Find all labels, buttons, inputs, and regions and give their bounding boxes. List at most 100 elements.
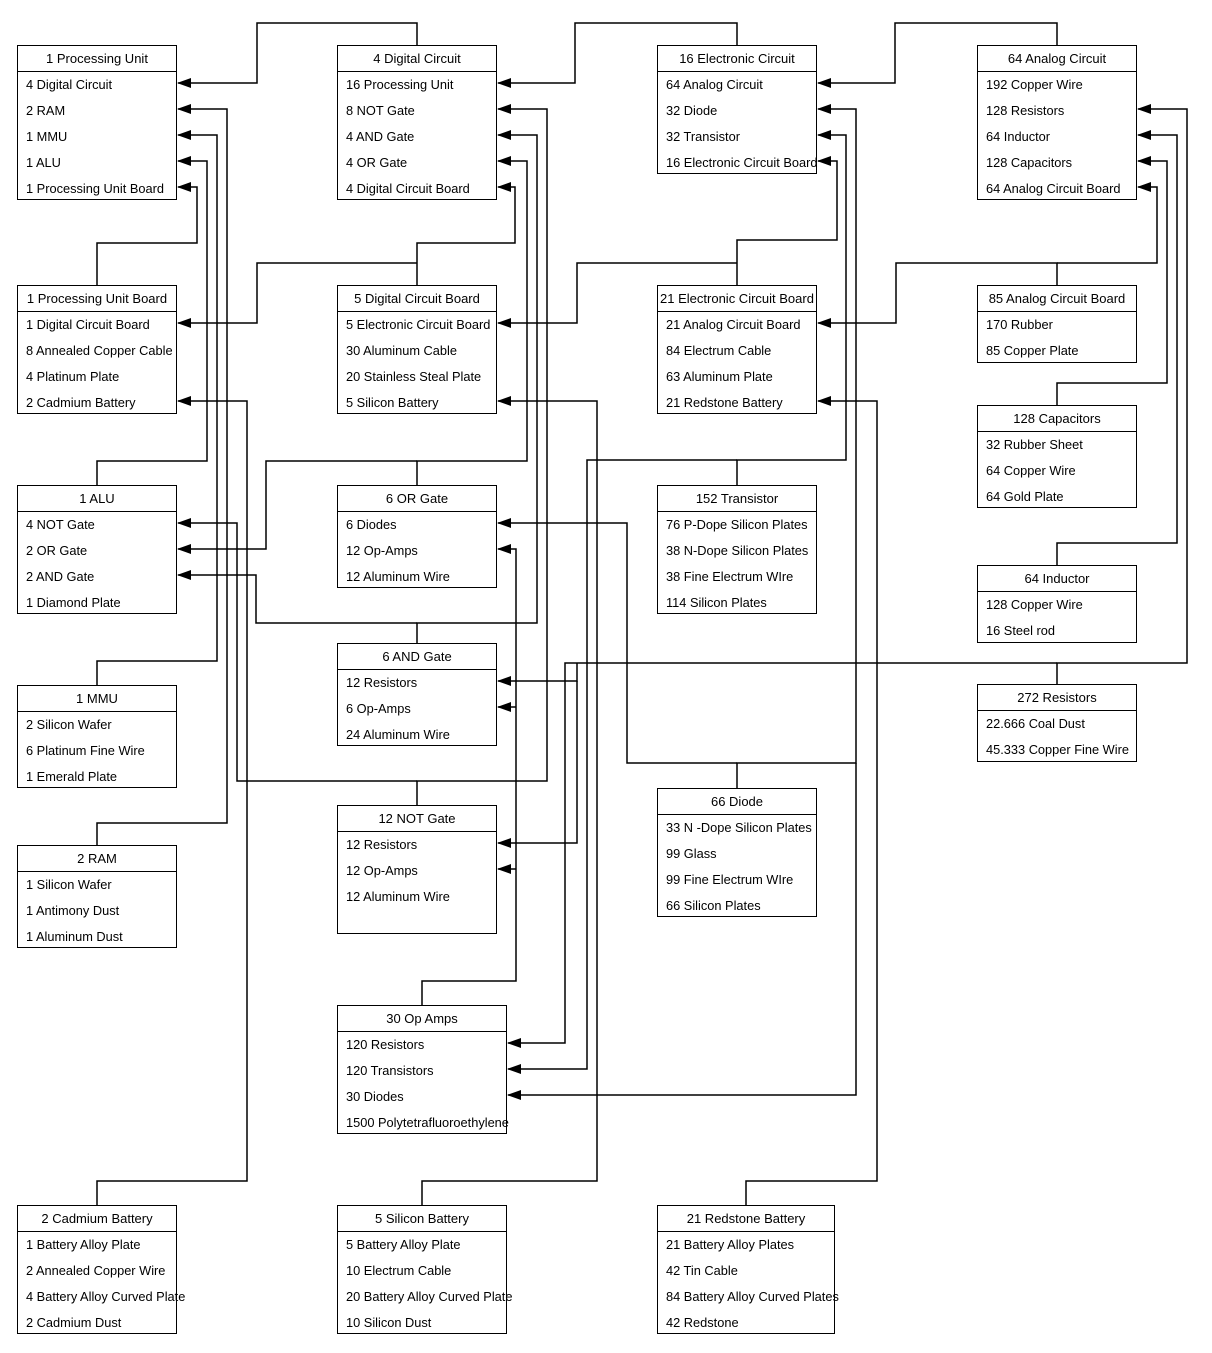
node-item: 4 Digital Circuit Board bbox=[346, 181, 470, 196]
node-title: 64 Analog Circuit bbox=[978, 46, 1136, 72]
node-64-analog-circuit: 64 Analog Circuit 192 Copper Wire 128 Resi… bbox=[977, 45, 1137, 200]
edge-connector bbox=[177, 262, 417, 328]
node-6-or-gate: 6 OR Gate 6 Diodes 12 Op-Amps 12 Aluminum W… bbox=[337, 485, 497, 588]
node-item: 16 Electronic Circuit Board bbox=[666, 155, 818, 170]
node-item: 64 Analog Circuit bbox=[666, 77, 763, 92]
node-title: 1 MMU bbox=[18, 686, 176, 712]
node-item: 42 Redstone bbox=[666, 1315, 739, 1330]
node-item: 32 Rubber Sheet bbox=[986, 437, 1083, 452]
node-item: 4 Battery Alloy Curved Plate bbox=[26, 1289, 186, 1304]
node-item: 4 Digital Circuit bbox=[26, 77, 113, 92]
node-item: 1500 Polytetrafluoroethylene bbox=[346, 1115, 509, 1130]
node-item: 12 Aluminum Wire bbox=[346, 569, 450, 584]
node-66-diode: 66 Diode 33 N -Dope Silicon Plates 99 Glas… bbox=[657, 788, 817, 917]
node-item: 4 NOT Gate bbox=[26, 517, 95, 532]
node-item: 120 Resistors bbox=[346, 1037, 425, 1052]
node-item: 10 Electrum Cable bbox=[346, 1263, 452, 1278]
edge-connector bbox=[96, 396, 248, 1205]
node-title: 6 OR Gate bbox=[338, 486, 496, 512]
node-item: 1 Silicon Wafer bbox=[26, 877, 112, 892]
edge-connector bbox=[416, 156, 528, 485]
node-item: 114 Silicon Plates bbox=[666, 595, 767, 610]
node-item: 192 Copper Wire bbox=[986, 77, 1083, 92]
node-item: 99 Glass bbox=[666, 846, 717, 861]
node-item: 99 Fine Electrum WIre bbox=[666, 872, 794, 887]
node-item: 5 Battery Alloy Plate bbox=[346, 1237, 461, 1252]
node-item: 20 Battery Alloy Curved Plate bbox=[346, 1289, 513, 1304]
node-item: 1 Diamond Plate bbox=[26, 595, 121, 610]
edge-connector bbox=[1056, 156, 1168, 405]
node-title: 66 Diode bbox=[658, 789, 816, 815]
node-item: 10 Silicon Dust bbox=[346, 1315, 432, 1330]
edge-connector bbox=[177, 460, 417, 554]
edge-connector bbox=[416, 130, 538, 643]
node-item: 2 AND Gate bbox=[26, 569, 95, 584]
node-item: 33 N -Dope Silicon Plates bbox=[666, 820, 812, 835]
node-item: 5 Electronic Circuit Board bbox=[346, 317, 491, 332]
edge-connector bbox=[421, 396, 598, 1205]
edge-connector bbox=[507, 459, 737, 1074]
edge-connector bbox=[507, 662, 1057, 1048]
node-item: 6 Diodes bbox=[346, 517, 397, 532]
node-item: 12 Op-Amps bbox=[346, 863, 418, 878]
edge-connector bbox=[177, 22, 418, 88]
node-item: 76 P-Dope Silicon Plates bbox=[666, 517, 808, 532]
edge-connector bbox=[507, 763, 857, 1100]
node-title: 128 Capacitors bbox=[978, 406, 1136, 432]
node-title: 21 Electronic Circuit Board bbox=[658, 286, 816, 312]
edge-connector bbox=[497, 518, 737, 764]
node-item: 21 Battery Alloy Plates bbox=[666, 1237, 795, 1252]
node-item: 63 Aluminum Plate bbox=[666, 369, 773, 384]
node-item: 32 Transistor bbox=[666, 129, 740, 144]
node-item: 2 RAM bbox=[26, 103, 66, 118]
node-item: 120 Transistors bbox=[346, 1063, 434, 1078]
node-title: 1 Processing Unit bbox=[18, 46, 176, 72]
edge-connector bbox=[817, 262, 1058, 328]
node-title: 272 Resistors bbox=[978, 685, 1136, 711]
node-title: 85 Analog Circuit Board bbox=[978, 286, 1136, 312]
node-item: 4 Platinum Plate bbox=[26, 369, 120, 384]
node-21-electronic-circuit-board: 21 Electronic Circuit Board 21 Analog Cir… bbox=[657, 285, 817, 414]
node-title: 2 RAM bbox=[18, 846, 176, 872]
edge-connector bbox=[177, 518, 417, 782]
node-item: 64 Gold Plate bbox=[986, 489, 1064, 504]
node-item: 21 Analog Circuit Board bbox=[666, 317, 801, 332]
node-item: 21 Redstone Battery bbox=[666, 395, 783, 410]
node-64-inductor: 64 Inductor 128 Copper Wire 16 Steel rod bbox=[977, 565, 1137, 643]
node-title: 64 Inductor bbox=[978, 566, 1136, 592]
edge-connector bbox=[736, 130, 847, 485]
node-item: 32 Diode bbox=[666, 103, 718, 118]
node-item: 1 Battery Alloy Plate bbox=[26, 1237, 141, 1252]
node-title: 12 NOT Gate bbox=[338, 806, 496, 832]
node-item: 128 Capacitors bbox=[986, 155, 1073, 170]
edge-connector bbox=[736, 104, 857, 788]
node-item: 16 Steel rod bbox=[986, 623, 1056, 638]
node-item: 128 Copper Wire bbox=[986, 597, 1083, 612]
node-title: 152 Transistor bbox=[658, 486, 816, 512]
node-title: 2 Cadmium Battery bbox=[18, 1206, 176, 1232]
node-item: 12 Op-Amps bbox=[346, 543, 418, 558]
edge-connector bbox=[497, 681, 578, 848]
edge-connector bbox=[96, 104, 228, 845]
node-title: 5 Silicon Battery bbox=[338, 1206, 506, 1232]
edge-connector bbox=[1056, 130, 1178, 565]
node-item: 128 Resistors bbox=[986, 103, 1065, 118]
node-item: 42 Tin Cable bbox=[666, 1263, 738, 1278]
edge-connector bbox=[736, 156, 838, 285]
node-item: 16 Processing Unit bbox=[346, 77, 454, 92]
edge-connector bbox=[96, 182, 198, 285]
node-title: 4 Digital Circuit bbox=[338, 46, 496, 72]
node-item: 64 Inductor bbox=[986, 129, 1051, 144]
